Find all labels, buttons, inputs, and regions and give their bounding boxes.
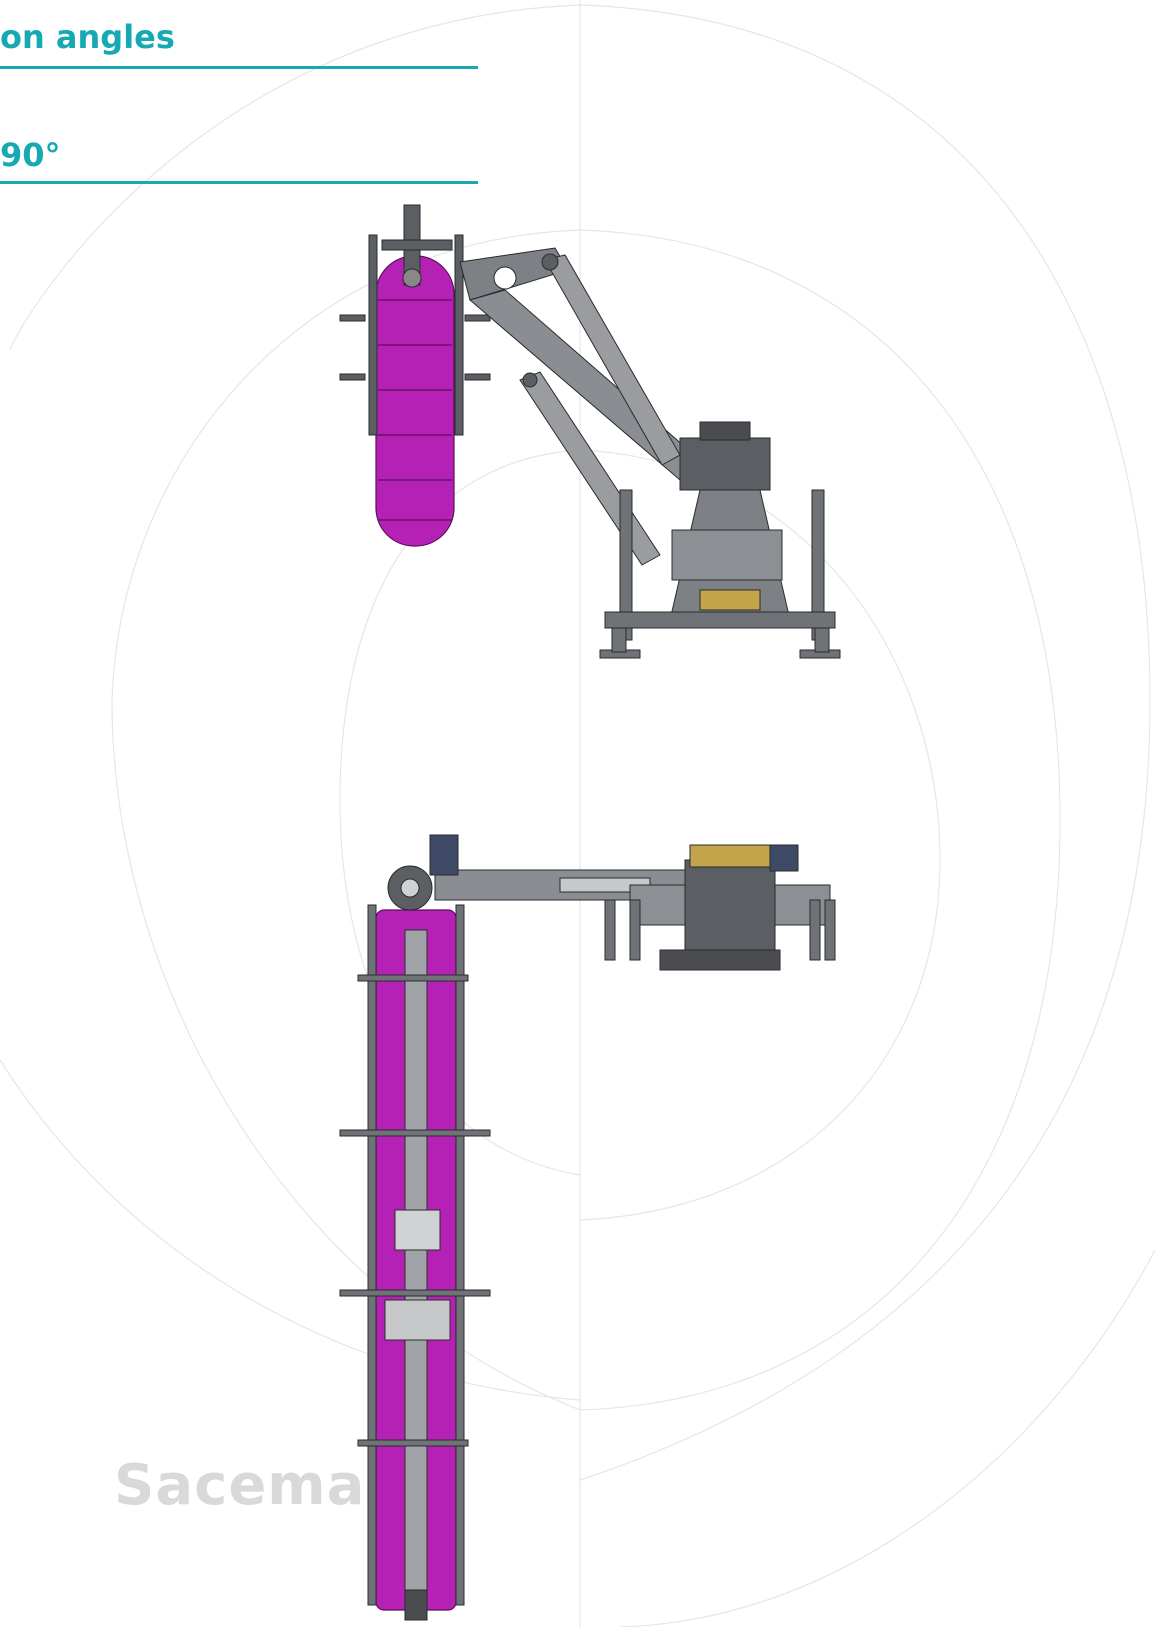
- angle-underline: [0, 181, 478, 184]
- bottom-ring-right: [619, 1249, 1155, 1627]
- base-frame: [599, 421, 841, 659]
- page-title: on angles: [0, 18, 175, 56]
- middle-ring-left: [111, 229, 581, 1411]
- brand-watermark: Sacema: [114, 1453, 366, 1518]
- base-unit-top: [604, 844, 836, 971]
- middle-ring-right: [579, 229, 1061, 1411]
- outer-ring-left-top: [9, 4, 581, 351]
- drum-hangers: [339, 204, 491, 436]
- drum-frame: [339, 904, 491, 1621]
- outer-ring-right: [579, 4, 1151, 1481]
- lower-ring-left: [0, 1059, 581, 1401]
- angle-label: 90°: [0, 136, 61, 174]
- title-underline: [0, 66, 478, 69]
